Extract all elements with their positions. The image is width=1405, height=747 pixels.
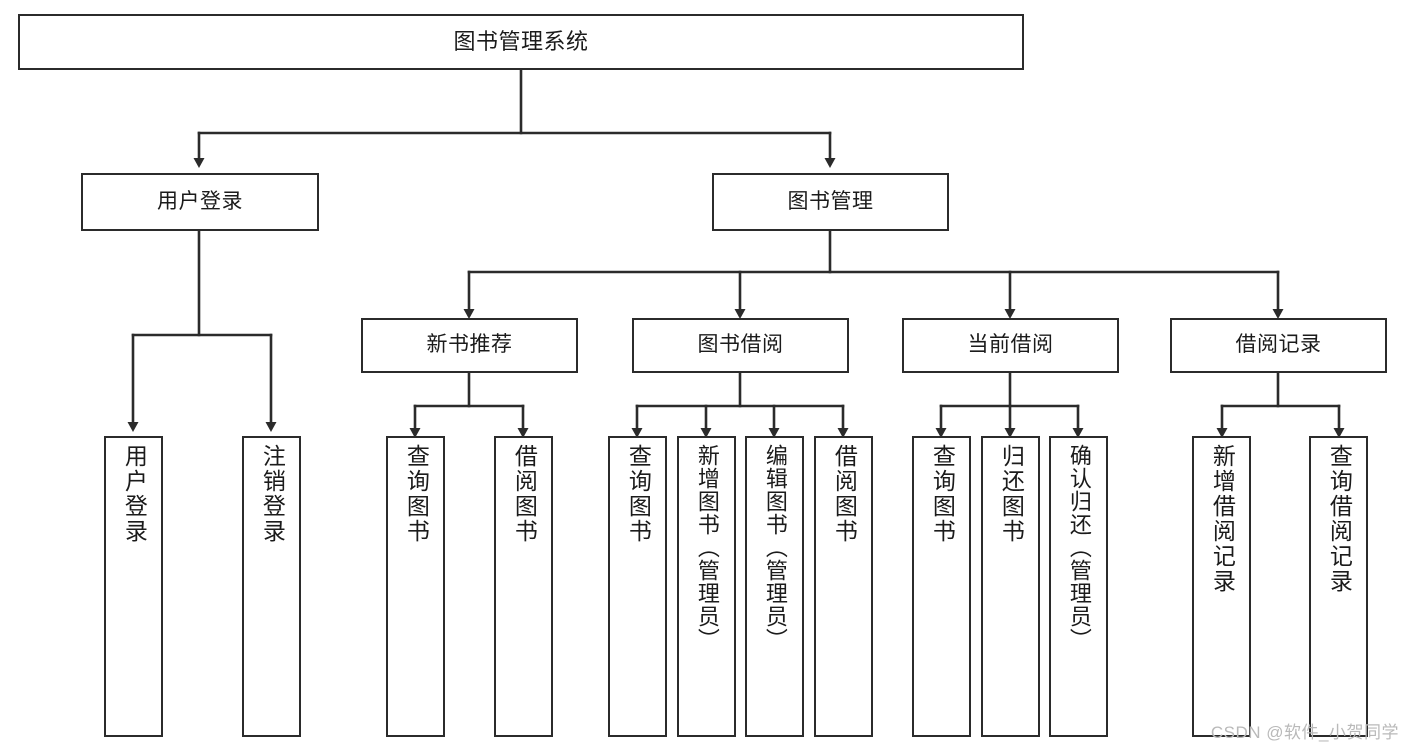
node-leaf-query-record-label: 查询借阅记录 [1326, 444, 1353, 594]
node-leaf-add-book-label: 新增图书（管理员） [694, 444, 720, 651]
node-user-login-label: 用户登录 [157, 189, 243, 213]
node-leaf-query-book-2-label: 查询图书 [625, 444, 652, 544]
node-leaf-add-record-label: 新增借阅记录 [1209, 444, 1236, 594]
node-borrow-record[interactable]: 借阅记录 [1170, 318, 1387, 373]
node-leaf-borrow-book-2[interactable]: 借阅图书 [814, 436, 873, 737]
node-leaf-borrow-book-1-label: 借阅图书 [511, 444, 538, 544]
node-leaf-add-record[interactable]: 新增借阅记录 [1192, 436, 1251, 737]
node-leaf-query-book-3-label: 查询图书 [929, 444, 956, 544]
node-leaf-query-book-1-label: 查询图书 [403, 444, 430, 544]
node-leaf-confirm-return[interactable]: 确认归还（管理员） [1049, 436, 1108, 737]
node-leaf-query-record[interactable]: 查询借阅记录 [1309, 436, 1368, 737]
node-root-label: 图书管理系统 [453, 29, 589, 55]
node-leaf-borrow-book-2-label: 借阅图书 [831, 444, 858, 544]
node-current-borrow[interactable]: 当前借阅 [902, 318, 1119, 373]
node-leaf-return-book-label: 归还图书 [998, 444, 1025, 544]
node-leaf-logout-label: 注销登录 [259, 444, 286, 544]
node-user-login[interactable]: 用户登录 [81, 173, 319, 231]
node-leaf-add-book[interactable]: 新增图书（管理员） [677, 436, 736, 737]
node-leaf-edit-book-label: 编辑图书（管理员） [762, 444, 788, 651]
node-leaf-edit-book[interactable]: 编辑图书（管理员） [745, 436, 804, 737]
node-root[interactable]: 图书管理系统 [18, 14, 1024, 70]
node-leaf-return-book[interactable]: 归还图书 [981, 436, 1040, 737]
node-leaf-query-book-3[interactable]: 查询图书 [912, 436, 971, 737]
node-book-borrow-label: 图书借阅 [697, 333, 784, 357]
node-book-borrow[interactable]: 图书借阅 [632, 318, 849, 373]
node-leaf-user-login-label: 用户登录 [121, 444, 148, 544]
node-leaf-query-book-2[interactable]: 查询图书 [608, 436, 667, 737]
node-leaf-logout[interactable]: 注销登录 [242, 436, 301, 737]
node-new-book-recommend-label: 新书推荐 [426, 333, 513, 357]
node-leaf-user-login[interactable]: 用户登录 [104, 436, 163, 737]
node-book-manage[interactable]: 图书管理 [712, 173, 949, 231]
node-new-book-recommend[interactable]: 新书推荐 [361, 318, 578, 373]
node-book-manage-label: 图书管理 [787, 189, 874, 213]
node-leaf-borrow-book-1[interactable]: 借阅图书 [494, 436, 553, 737]
node-current-borrow-label: 当前借阅 [967, 333, 1054, 357]
node-leaf-query-book-1[interactable]: 查询图书 [386, 436, 445, 737]
node-leaf-confirm-return-label: 确认归还（管理员） [1066, 444, 1092, 651]
csdn-watermark: CSDN @软件_小贺同学 [1210, 723, 1399, 742]
node-borrow-record-label: 借阅记录 [1235, 333, 1322, 357]
